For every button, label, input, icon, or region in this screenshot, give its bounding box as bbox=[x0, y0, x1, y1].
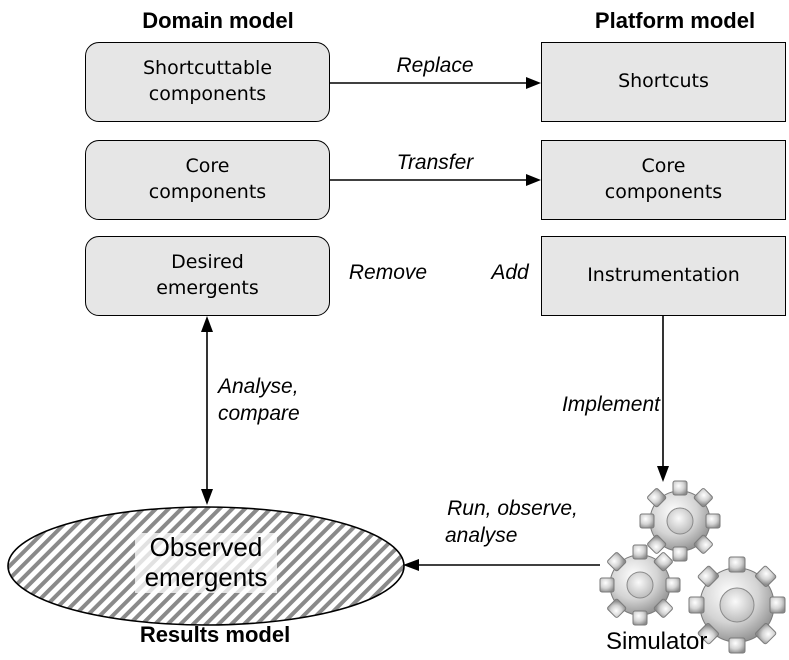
analyse-compare-arrow bbox=[201, 316, 213, 505]
implement-label: Implement bbox=[561, 393, 660, 416]
replace-arrow bbox=[330, 77, 541, 89]
transfer-label: Transfer bbox=[396, 151, 474, 174]
remove-label: Remove bbox=[348, 261, 428, 284]
domain-core-components-label: Core components bbox=[148, 155, 267, 203]
domain-core-components-box: Core components bbox=[85, 140, 330, 220]
platform-core-components-box: Core components bbox=[541, 140, 786, 220]
instrumentation-box: Instrumentation bbox=[541, 236, 786, 316]
run-observe-arrow bbox=[403, 559, 600, 571]
platform-model-heading: Platform model bbox=[594, 8, 756, 33]
desired-emergents-box: Desired emergents bbox=[85, 236, 330, 316]
shortcuts-label: Shortcuts bbox=[618, 70, 709, 93]
shortcuttable-components-box: Shortcuttable components bbox=[85, 42, 330, 122]
desired-emergents-label: Desired emergents bbox=[156, 251, 259, 299]
domain-model-heading: Domain model bbox=[142, 8, 294, 33]
run-observe-label-line1: Run, observe, bbox=[447, 497, 578, 520]
analyse-compare-label: Analyse, compare bbox=[218, 373, 338, 428]
run-observe-label-line2: analyse bbox=[445, 524, 518, 548]
observed-emergents-label: Observed emergents bbox=[135, 532, 277, 593]
add-label: Add bbox=[491, 261, 529, 284]
observed-line1: Observed bbox=[149, 532, 263, 562]
instrumentation-label: Instrumentation bbox=[587, 264, 740, 287]
run-observe-label: Run, observe, analyse bbox=[425, 495, 600, 550]
results-model-heading: Results model bbox=[139, 622, 291, 647]
analyse-label: Analyse, bbox=[218, 375, 299, 398]
transfer-arrow bbox=[330, 174, 541, 186]
gears-icon bbox=[599, 480, 786, 654]
observed-line2: emergents bbox=[144, 561, 268, 592]
shortcuttable-components-label: Shortcuttable components bbox=[142, 57, 273, 105]
implement-arrow bbox=[657, 316, 669, 482]
shortcuts-box: Shortcuts bbox=[541, 42, 786, 122]
replace-label: Replace bbox=[396, 54, 474, 77]
compare-label: compare bbox=[218, 402, 300, 426]
platform-core-components-label: Core components bbox=[604, 155, 723, 203]
simulator-label: Simulator bbox=[606, 628, 708, 655]
